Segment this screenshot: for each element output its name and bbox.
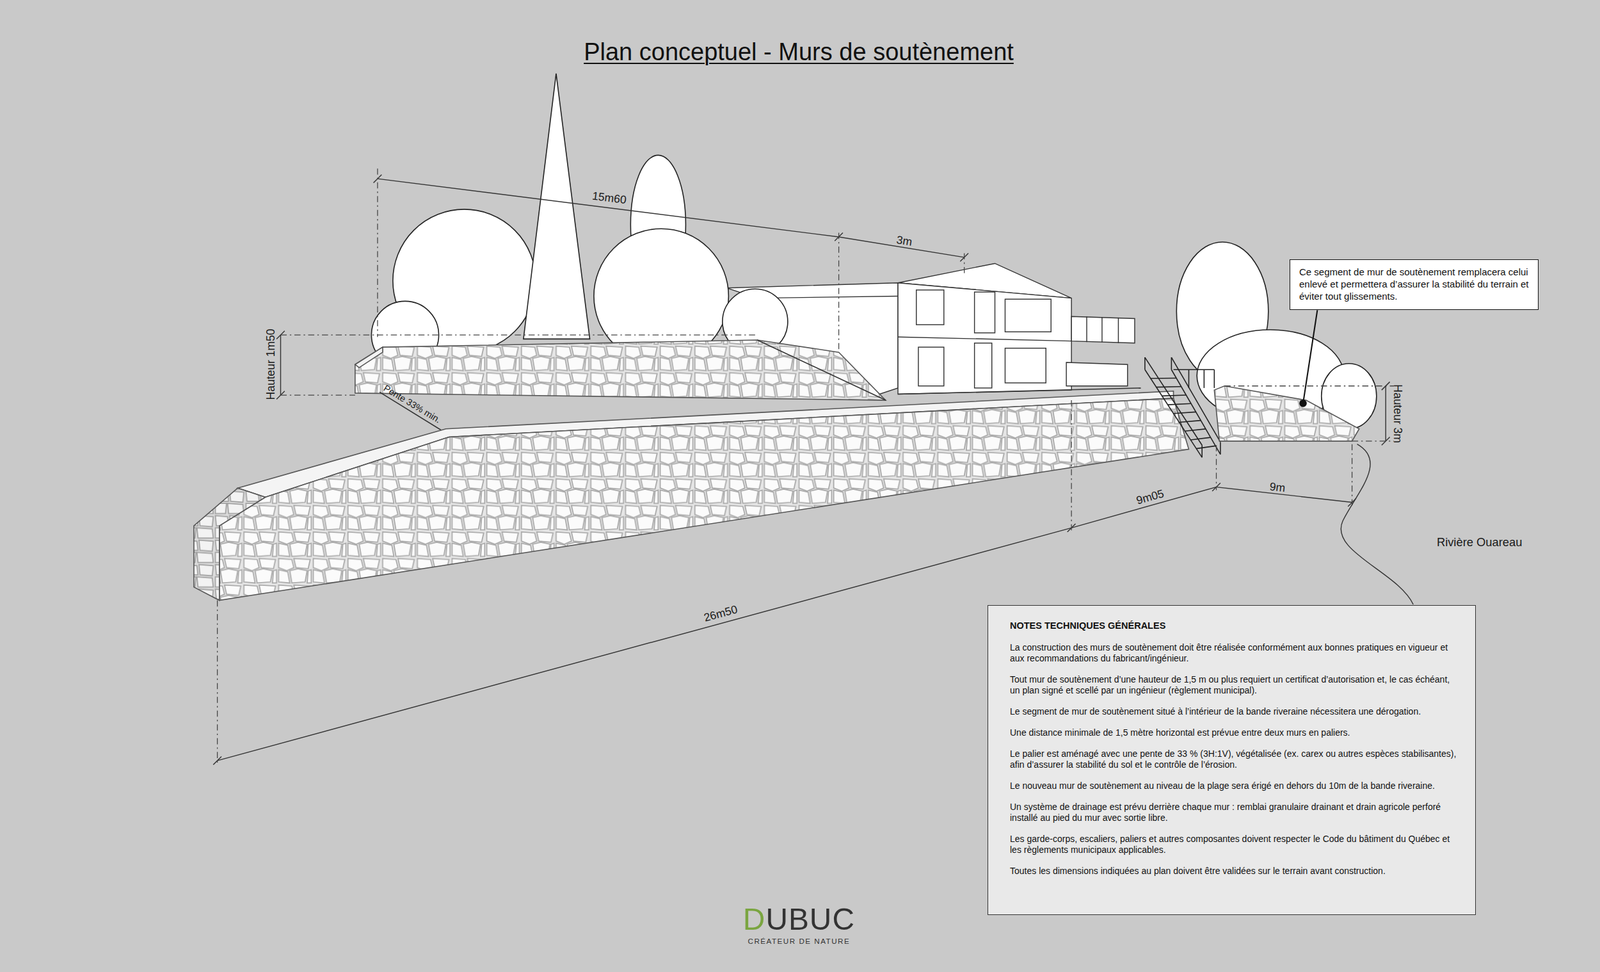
house-part [1004, 348, 1046, 383]
extension-lines-part [1070, 400, 1072, 531]
upper-retaining-wall [355, 339, 886, 400]
stairs-part [1203, 369, 1206, 388]
note-paragraph: Les garde-corps, escaliers, paliers et a… [1009, 833, 1459, 856]
note-paragraph: Une distance minimale de 1,5 mètre horiz… [1009, 727, 1459, 738]
dimension-label: 15m60 [591, 189, 628, 207]
callout-leader-part [1303, 309, 1318, 403]
extension-lines-part [963, 252, 965, 274]
stairs-part [1184, 428, 1206, 431]
extension-lines-part [280, 394, 355, 395]
stairs-part [1162, 394, 1187, 396]
upper-retaining-wall-part [757, 339, 886, 400]
dimension-lines-part [217, 527, 1072, 761]
extension-lines-part [376, 168, 378, 337]
house-part [1101, 317, 1103, 342]
extension-lines-part [1224, 385, 1394, 386]
dimension-label: 9m05 [1134, 487, 1166, 507]
dimension-lines-part [1071, 487, 1216, 528]
house-part [1118, 317, 1119, 344]
house-part [1086, 316, 1087, 342]
callout-leader-part [1299, 400, 1307, 407]
stairs [1144, 357, 1221, 457]
new-wall-segment-part [1214, 385, 1359, 441]
note-paragraph: Le nouveau mur de soutènement au niveau … [1009, 780, 1459, 792]
dimension-lines-part [1384, 385, 1386, 441]
house-part [974, 343, 992, 388]
stairs-part [1173, 368, 1215, 370]
stairs-part [1178, 420, 1201, 423]
trees-part [523, 73, 591, 340]
logo-wordmark: DUBUC [743, 900, 856, 936]
note-paragraph: Un système de drainage est prévu derrièr… [1009, 801, 1459, 824]
house-part [1071, 316, 1135, 343]
extension-lines-part [216, 600, 218, 766]
stairs-part [1144, 357, 1202, 445]
extension-lines-part [280, 334, 755, 335]
river-edge-part [1340, 444, 1414, 605]
new-wall-segment [1214, 385, 1359, 441]
house-part [1004, 298, 1051, 332]
stairs-part [1171, 369, 1221, 454]
house-part [897, 387, 1141, 395]
upper-retaining-wall-part [355, 339, 886, 400]
lower-retaining-wall-part [193, 487, 266, 600]
house-part [916, 289, 944, 325]
callout-box: Ce segment de mur de soutènement remplac… [1289, 259, 1539, 310]
stairs-part [1190, 437, 1211, 440]
note-paragraph: Le palier est aménagé avec une pente de … [1009, 748, 1459, 770]
dimension-label: 9m [1269, 479, 1286, 495]
notes-panel: NOTES TECHNIQUES GÉNÉRALES La constructio… [987, 604, 1476, 915]
stairs-part [1188, 369, 1190, 388]
house-part [1066, 362, 1128, 386]
lower-retaining-wall [193, 391, 1190, 601]
callout-text: Ce segment de mur de soutènement remplac… [1299, 265, 1529, 303]
extension-lines-part [1352, 440, 1394, 441]
note-paragraph: La construction des murs de soutènement … [1009, 641, 1459, 664]
stairs-part [1144, 357, 1146, 370]
height-label: Hauteur 1m50 [263, 328, 277, 400]
dimension-label: 3m [895, 232, 913, 249]
extension-lines-part [1351, 444, 1353, 508]
stairs-part [1173, 411, 1197, 413]
stairs-part [1214, 369, 1216, 388]
note-paragraph: Le segment de mur de soutènement situé à… [1009, 705, 1459, 717]
stairs-part [1168, 403, 1192, 405]
extension-lines-part [1216, 444, 1217, 490]
stairs-part [1171, 357, 1173, 370]
house-part [974, 291, 996, 333]
stairs-part [1196, 445, 1216, 448]
house-part [897, 336, 1072, 341]
house-part [757, 295, 898, 298]
dimension-lines-part [280, 334, 281, 395]
stairs-part [1219, 441, 1222, 454]
lower-retaining-wall-part [219, 398, 1190, 601]
river-label: Rivière Ouareau [1436, 535, 1522, 549]
note-paragraph: Tout mur de soutènement d’une hauteur de… [1009, 673, 1459, 696]
logo-tagline: CRÉATEUR DE NATURE [748, 936, 851, 945]
callout-leader [1299, 309, 1318, 406]
dimension-lines-part [377, 178, 840, 237]
stairs-part [1156, 385, 1182, 388]
stairs-part [1144, 369, 1202, 457]
stairs-part [1150, 377, 1177, 379]
stairs-part [1201, 444, 1203, 457]
house-part [897, 282, 1072, 395]
dimension-label: 26m50 [702, 602, 739, 624]
extension-lines-part [838, 232, 840, 353]
diagram-title: Plan conceptuel - Murs de soutènement [583, 38, 1014, 67]
house-part [918, 346, 944, 386]
height-label: Hauteur 3m [1391, 384, 1405, 443]
note-paragraph: Toutes les dimensions indiquées au plan … [1009, 865, 1459, 877]
stairs-part [1171, 357, 1221, 442]
river-edge [1340, 444, 1414, 605]
upper-retaining-wall-part [355, 346, 383, 368]
notes-heading: NOTES TECHNIQUES GÉNÉRALES [1009, 619, 1459, 632]
